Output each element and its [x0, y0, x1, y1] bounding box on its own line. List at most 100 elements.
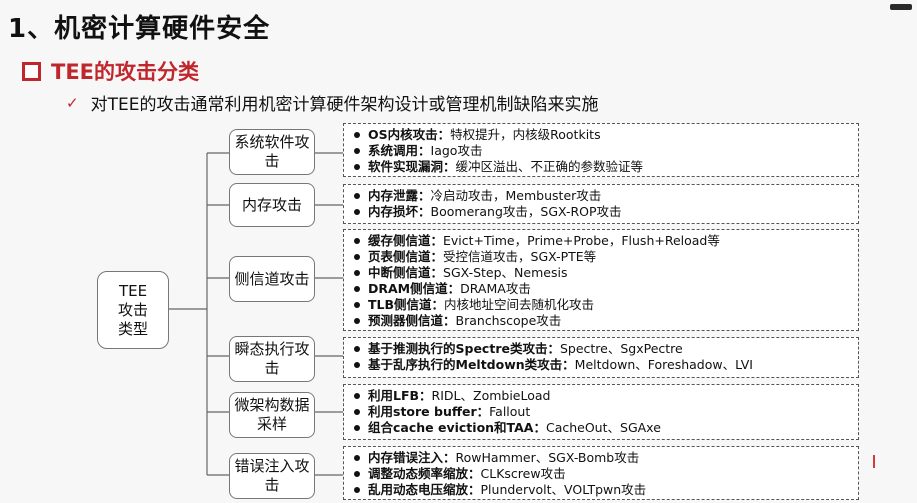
item-head: 利用store buffer： — [368, 404, 490, 419]
item-head: 基于乱序执行的Meltdown类攻击： — [368, 357, 575, 372]
item-head: 利用LFB： — [368, 388, 432, 403]
item-head: 内存损坏： — [368, 204, 431, 219]
list-item: 中断侧信道：SGX-Step、Nemesis — [354, 265, 858, 281]
item-head: OS内核攻击： — [368, 127, 451, 142]
root-line: 类型 — [117, 319, 148, 338]
item-text: CacheOut、SGAxe — [545, 420, 661, 435]
item-text: Branchscope攻击 — [455, 313, 562, 328]
list-item: 组合cache eviction和TAA：CacheOut、SGAxe — [354, 420, 858, 436]
list-item: 基于推测执行的Spectre类攻击：Spectre、SgxPectre — [354, 341, 858, 357]
dot-icon — [354, 302, 360, 308]
category-microarchitectural-data-sampling: 微架构数据采样 — [229, 392, 315, 438]
list-item: 内存损坏：Boomerang攻击，SGX-ROP攻击 — [354, 204, 858, 220]
slide-bullet: ✓ 对TEE的攻击通常利用机密计算硬件架构设计或管理机制缺陷来实施 — [66, 90, 599, 116]
text-cursor-icon — [873, 455, 875, 468]
item-head: 内存错误注入： — [368, 450, 456, 465]
list-item: DRAM侧信道：DRAMA攻击 — [354, 281, 858, 297]
dot-icon — [354, 286, 360, 292]
item-head: 页表侧信道： — [368, 249, 444, 264]
list-item: 缓存侧信道：Evict+Time，Prime+Probe，Flush+Reloa… — [354, 233, 858, 249]
item-head: 乱用动态电压缩放： — [368, 482, 481, 497]
dot-icon — [354, 318, 360, 324]
item-text: RowHammer、SGX-Bomb攻击 — [455, 450, 640, 465]
list-item: 软件实现漏洞：缓冲区溢出、不正确的参数验证等 — [354, 159, 858, 175]
dot-icon — [354, 487, 360, 493]
item-text: Spectre、SgxPectre — [559, 341, 683, 356]
dot-icon — [354, 455, 360, 461]
bullet-text: 对TEE的攻击通常利用机密计算硬件架构设计或管理机制缺陷来实施 — [90, 95, 599, 115]
item-head: 缓存侧信道： — [368, 233, 444, 248]
dot-icon — [354, 346, 360, 352]
category-memory-attack: 内存攻击 — [229, 183, 315, 227]
dot-icon — [354, 193, 360, 199]
category-label: 错误注入攻击 — [234, 457, 310, 494]
list-item: 利用store buffer：Fallout — [354, 404, 858, 420]
category-transient-execution-attack: 瞬态执行攻击 — [229, 336, 315, 382]
detail-box-system-software: OS内核攻击：特权提升，内核级Rootkits 系统调用：Iago攻击 软件实现… — [343, 123, 859, 177]
item-text: Boomerang攻击，SGX-ROP攻击 — [430, 204, 622, 219]
item-head: 中断侧信道： — [368, 265, 444, 280]
category-label: 微架构数据采样 — [234, 396, 310, 433]
item-head: 系统调用： — [368, 143, 431, 158]
item-head: 组合cache eviction和TAA： — [368, 420, 546, 435]
list-item: TLB侧信道：内核地址空间去随机化攻击 — [354, 297, 858, 313]
category-label: 系统软件攻击 — [234, 133, 310, 170]
item-text: SGX-Step、Nemesis — [443, 265, 568, 280]
item-text: CLKscrew攻击 — [480, 466, 566, 481]
item-head: 内存泄露： — [368, 188, 431, 203]
item-text: DRAMA攻击 — [460, 281, 531, 296]
root-line: 攻击 — [117, 300, 148, 319]
list-item: OS内核攻击：特权提升，内核级Rootkits — [354, 127, 858, 143]
item-head: 软件实现漏洞： — [368, 159, 456, 174]
item-text: Meltdown、Foreshadow、LVI — [574, 357, 753, 372]
item-text: 冷启动攻击，Membuster攻击 — [430, 188, 602, 203]
detail-box-memory: 内存泄露：冷启动攻击，Membuster攻击 内存损坏：Boomerang攻击，… — [343, 184, 859, 224]
list-item: 利用LFB：RIDL、ZombieLoad — [354, 388, 858, 404]
list-item: 页表侧信道：受控信道攻击，SGX-PTE等 — [354, 249, 858, 265]
item-head: TLB侧信道： — [368, 297, 445, 312]
dot-icon — [354, 209, 360, 215]
item-text: 特权提升，内核级Rootkits — [450, 127, 601, 142]
list-item: 乱用动态电压缩放：Plundervolt、VOLTpwn攻击 — [354, 482, 858, 498]
detail-box-side-channel: 缓存侧信道：Evict+Time，Prime+Probe，Flush+Reloa… — [343, 229, 859, 331]
item-head: 预测器侧信道： — [368, 313, 456, 328]
item-text: Iago攻击 — [430, 143, 483, 158]
dot-icon — [354, 254, 360, 260]
dot-icon — [354, 270, 360, 276]
item-text: 内核地址空间去随机化攻击 — [444, 297, 595, 312]
item-text: 受控信道攻击，SGX-PTE等 — [443, 249, 597, 264]
dot-icon — [354, 164, 360, 170]
dot-icon — [354, 362, 360, 368]
item-head: 调整动态频率缩放： — [368, 466, 481, 481]
dot-icon — [354, 393, 360, 399]
detail-box-mds: 利用LFB：RIDL、ZombieLoad 利用store buffer：Fal… — [343, 384, 859, 440]
subtitle-text: TEE的攻击分类 — [51, 60, 200, 84]
hollow-square-icon — [22, 61, 41, 81]
list-item: 预测器侧信道：Branchscope攻击 — [354, 313, 858, 329]
item-text: Plundervolt、VOLTpwn攻击 — [480, 482, 647, 497]
category-label: 瞬态执行攻击 — [234, 340, 310, 377]
dot-icon — [354, 409, 360, 415]
dot-icon — [354, 471, 360, 477]
item-text: Fallout — [489, 404, 531, 419]
window-control-icon[interactable] — [890, 4, 912, 10]
list-item: 调整动态频率缩放：CLKscrew攻击 — [354, 466, 858, 482]
dot-icon — [354, 132, 360, 138]
category-fault-injection-attack: 错误注入攻击 — [229, 453, 315, 499]
slide-subtitle: TEE的攻击分类 — [22, 56, 199, 86]
list-item: 基于乱序执行的Meltdown类攻击：Meltdown、Foreshadow、L… — [354, 357, 858, 373]
root-node-tee-attack-types: TEE 攻击 类型 — [97, 271, 169, 349]
detail-box-transient-execution: 基于推测执行的Spectre类攻击：Spectre、SgxPectre 基于乱序… — [343, 337, 859, 378]
item-head: DRAM侧信道： — [368, 281, 461, 296]
category-side-channel-attack: 侧信道攻击 — [229, 256, 315, 302]
dot-icon — [354, 148, 360, 154]
slide-title: 1、机密计算硬件安全 — [8, 14, 271, 44]
item-text: Evict+Time，Prime+Probe，Flush+Reload等 — [443, 233, 720, 248]
category-label: 内存攻击 — [241, 195, 302, 214]
category-system-software-attack: 系统软件攻击 — [229, 129, 315, 175]
checkmark-icon: ✓ — [66, 93, 79, 112]
list-item: 内存泄露：冷启动攻击，Membuster攻击 — [354, 188, 858, 204]
category-label: 侧信道攻击 — [234, 269, 310, 288]
